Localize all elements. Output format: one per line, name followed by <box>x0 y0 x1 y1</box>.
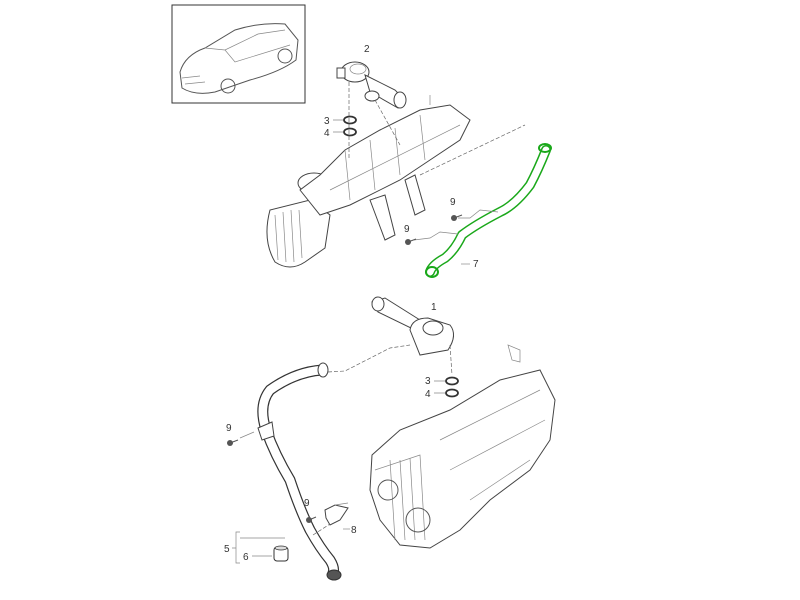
callout-7: 7 <box>473 259 479 270</box>
vehicle-thumbnail[interactable] <box>171 4 306 104</box>
callout-6: 6 <box>243 552 249 563</box>
part-8-bracket[interactable] <box>324 502 349 526</box>
callout-8: 8 <box>351 525 357 536</box>
callout-3-bottom: 3 <box>425 376 431 387</box>
callout-4-bottom: 4 <box>425 389 431 400</box>
part-3-seal-top[interactable] <box>343 115 357 125</box>
part-4-seal-bottom[interactable] <box>445 388 459 398</box>
callout-1: 1 <box>431 302 437 313</box>
callout-5: 5 <box>224 544 230 555</box>
bolt-9-c[interactable] <box>227 439 239 446</box>
part-7-ventilation-hose-highlighted[interactable] <box>425 143 552 278</box>
bolt-9-a[interactable] <box>451 214 463 221</box>
bolt-9-b[interactable] <box>405 238 417 245</box>
part-6-cap[interactable] <box>273 545 289 562</box>
callout-9-d: 9 <box>304 498 310 509</box>
part-4-seal-top[interactable] <box>343 127 357 137</box>
lower-engine-block <box>369 344 556 549</box>
callout-3-top: 3 <box>324 116 330 127</box>
callout-9-a: 9 <box>450 197 456 208</box>
part-2-oil-separator-top[interactable] <box>336 61 407 109</box>
bolt-9-d[interactable] <box>306 516 317 523</box>
upper-manifold <box>266 95 471 268</box>
callout-4-top: 4 <box>324 128 330 139</box>
callout-2: 2 <box>364 44 370 55</box>
callout-9-c: 9 <box>226 423 232 434</box>
callout-9-b: 9 <box>404 224 410 235</box>
part-5-ventilation-hose[interactable] <box>257 362 342 581</box>
part-3-seal-bottom[interactable] <box>445 376 459 386</box>
part-1-oil-separator-bottom[interactable] <box>371 296 454 356</box>
